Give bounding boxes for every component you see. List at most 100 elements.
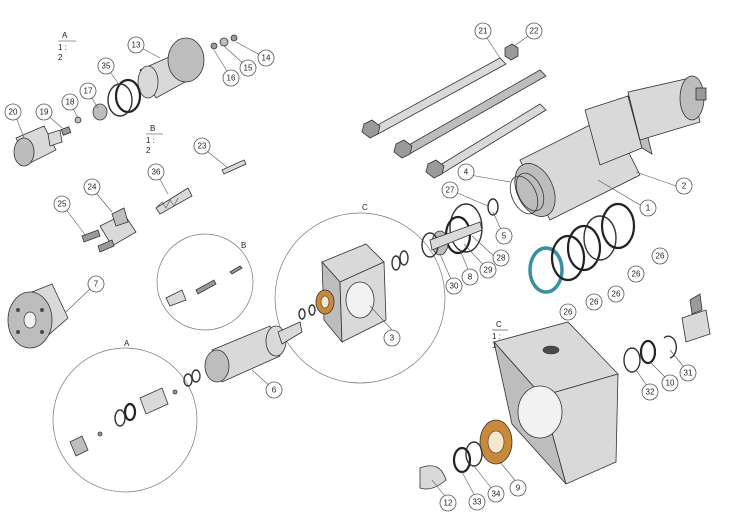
detail-circle-b xyxy=(156,233,254,331)
svg-text:8: 8 xyxy=(468,273,473,282)
rings-27-30 xyxy=(421,198,499,258)
svg-text:19: 19 xyxy=(40,108,49,117)
svg-text:30: 30 xyxy=(450,282,459,291)
svg-text:C: C xyxy=(496,320,502,329)
callout-26-c: 26 xyxy=(607,285,625,303)
svg-text:9: 9 xyxy=(516,484,521,493)
svg-text:12: 12 xyxy=(444,499,453,508)
tie-rods xyxy=(361,43,547,179)
detail-circle-c xyxy=(274,212,446,384)
svg-text:26: 26 xyxy=(564,308,573,317)
svg-text:13: 13 xyxy=(132,41,141,50)
callout-8: 8 xyxy=(461,268,479,286)
callout-33: 33 xyxy=(468,493,486,511)
svg-text:27: 27 xyxy=(446,186,455,195)
svg-text:A: A xyxy=(62,31,68,40)
callout-26-a: 26 xyxy=(559,303,577,321)
callout-6: 6 xyxy=(265,381,283,399)
large-block-detail-c xyxy=(419,321,619,490)
detail-note-a: A 1 : 2 xyxy=(58,31,76,62)
svg-text:25: 25 xyxy=(58,200,67,209)
callout-16: 16 xyxy=(222,69,240,87)
callout-26-e: 26 xyxy=(651,247,669,265)
svg-text:3: 3 xyxy=(390,334,395,343)
svg-text:35: 35 xyxy=(102,62,111,71)
detail-a-parts xyxy=(69,387,178,457)
callout-1: 1 xyxy=(639,199,657,217)
svg-text:1 :: 1 : xyxy=(146,136,155,145)
svg-text:26: 26 xyxy=(656,252,665,261)
small-rings-right xyxy=(623,293,711,373)
svg-text:28: 28 xyxy=(497,254,506,263)
pin-and-spring xyxy=(155,159,247,215)
detail-b-parts xyxy=(165,265,243,307)
callout-29: 29 xyxy=(479,261,497,279)
svg-text:4: 4 xyxy=(464,168,469,177)
svg-text:5: 5 xyxy=(502,232,507,241)
piston-rod-6 xyxy=(183,321,303,387)
detail-circle-c-label: C xyxy=(362,203,368,212)
callout-2: 2 xyxy=(675,177,693,195)
svg-text:20: 20 xyxy=(9,108,18,117)
callout-22: 22 xyxy=(525,22,543,40)
svg-text:1 :: 1 : xyxy=(58,43,67,52)
callout-26-d: 26 xyxy=(627,265,645,283)
svg-text:B: B xyxy=(150,124,155,133)
svg-text:16: 16 xyxy=(227,74,236,83)
part-24-bracket xyxy=(81,207,137,253)
callout-21: 21 xyxy=(474,22,492,40)
part-7-cap xyxy=(7,283,69,349)
detail-circle-a-label: A xyxy=(124,339,130,348)
svg-text:17: 17 xyxy=(84,87,93,96)
detail-circle-b-label: B xyxy=(241,241,246,250)
callout-24: 24 xyxy=(83,178,101,196)
callout-18: 18 xyxy=(61,93,79,111)
block-3 xyxy=(298,243,409,344)
nut-22-icon xyxy=(504,43,519,61)
svg-text:7: 7 xyxy=(94,280,99,289)
callout-31: 31 xyxy=(679,364,697,382)
svg-text:2: 2 xyxy=(146,146,151,155)
callout-5: 5 xyxy=(495,227,513,245)
callout-36: 36 xyxy=(147,163,165,181)
svg-text:2: 2 xyxy=(58,53,63,62)
svg-text:10: 10 xyxy=(666,379,675,388)
svg-text:29: 29 xyxy=(484,266,493,275)
callout-9: 9 xyxy=(509,479,527,497)
callout-32: 32 xyxy=(641,383,659,401)
callout-30: 30 xyxy=(445,277,463,295)
detail-circle-a xyxy=(52,347,198,493)
callout-17: 17 xyxy=(79,82,97,100)
callout-15: 15 xyxy=(239,59,257,77)
callout-27: 27 xyxy=(441,181,459,199)
svg-text:32: 32 xyxy=(646,388,655,397)
svg-text:26: 26 xyxy=(632,270,641,279)
svg-text:21: 21 xyxy=(479,27,488,36)
callout-19: 19 xyxy=(35,103,53,121)
svg-text:23: 23 xyxy=(198,142,207,151)
callout-23: 23 xyxy=(193,137,211,155)
callout-28: 28 xyxy=(492,249,510,267)
svg-text:15: 15 xyxy=(244,64,253,73)
callout-13: 13 xyxy=(127,36,145,54)
part-20-fitting xyxy=(13,103,108,167)
svg-text:2: 2 xyxy=(682,182,687,191)
callout-34: 34 xyxy=(487,485,505,503)
callout-10: 10 xyxy=(661,374,679,392)
callout-3: 3 xyxy=(383,329,401,347)
svg-text:14: 14 xyxy=(262,54,271,63)
svg-text:1: 1 xyxy=(646,204,651,213)
callout-35: 35 xyxy=(97,57,115,75)
svg-text:18: 18 xyxy=(66,98,75,107)
svg-text:26: 26 xyxy=(590,298,599,307)
svg-text:31: 31 xyxy=(684,369,693,378)
callout-12: 12 xyxy=(439,494,457,512)
callout-14: 14 xyxy=(257,49,275,67)
svg-text:1 :: 1 : xyxy=(492,332,501,341)
svg-text:26: 26 xyxy=(612,290,621,299)
callout-25: 25 xyxy=(53,195,71,213)
detail-note-b: B 1 : 2 xyxy=(146,124,163,155)
svg-text:22: 22 xyxy=(530,27,539,36)
